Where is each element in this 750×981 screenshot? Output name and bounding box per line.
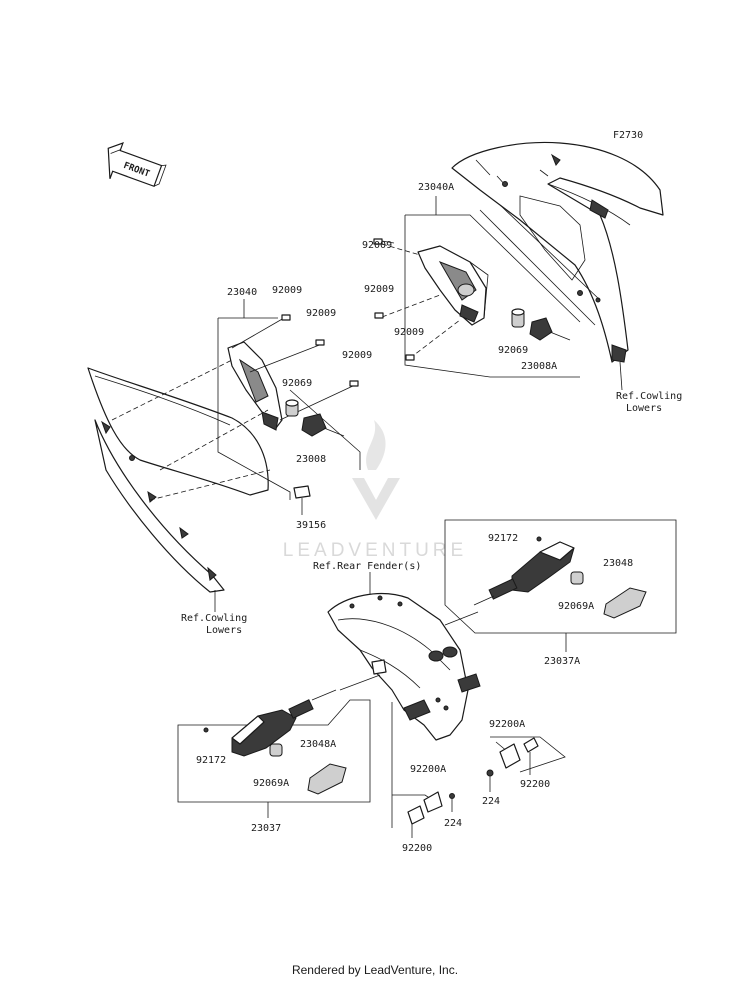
lens-23048-icon bbox=[603, 587, 647, 619]
part-label-92200-right: 92200 bbox=[520, 779, 550, 790]
nut-224-mid-icon bbox=[449, 793, 455, 799]
part-label-23008A: 23008A bbox=[521, 361, 557, 372]
bulb-92069-left-icon bbox=[285, 399, 299, 417]
part-label-92009-e: 92009 bbox=[306, 308, 336, 319]
part-label-92069A-left: 92069A bbox=[253, 778, 289, 789]
callout-92200A-right bbox=[490, 736, 566, 773]
footer-credit: Rendered by LeadVenture, Inc. bbox=[291, 963, 459, 977]
figure-code: F2730 bbox=[613, 130, 643, 141]
socket-23008-icon bbox=[301, 413, 345, 437]
part-label-92200-mid: 92200 bbox=[402, 843, 432, 854]
ref-cowling-lowers-left-line2: Lowers bbox=[206, 625, 242, 636]
part-label-92009-d: 92009 bbox=[272, 285, 302, 296]
ref-cowling-lowers-right-line2: Lowers bbox=[626, 403, 662, 414]
callout-box-23037A bbox=[444, 519, 677, 634]
screw-92172-right-icon bbox=[536, 536, 542, 542]
cowling-lower-left-drawing bbox=[87, 367, 269, 593]
ref-cowling-lowers-left-line1: Ref.Cowling bbox=[181, 613, 247, 624]
ref-rear-fender: Ref.Rear Fender(s) bbox=[313, 561, 421, 572]
part-label-92069-left: 92069 bbox=[282, 378, 312, 389]
bracket-92200A-mid-icon bbox=[423, 791, 443, 813]
part-label-92009-f: 92009 bbox=[342, 350, 372, 361]
part-label-23037A: 23037A bbox=[544, 656, 580, 667]
part-label-92200A-right: 92200A bbox=[489, 719, 525, 730]
part-label-23048A: 23048A bbox=[300, 739, 336, 750]
bolt-92009-c-icon bbox=[405, 354, 415, 361]
bulb-92069A-left-icon bbox=[269, 743, 283, 757]
cowling-lower-right-drawing bbox=[451, 141, 664, 363]
part-label-92009-a: 92009 bbox=[362, 240, 392, 251]
bulb-92069-top-icon bbox=[511, 308, 525, 328]
bolt-92009-a-icon bbox=[373, 238, 395, 245]
lens-23048A-icon bbox=[307, 763, 347, 795]
part-label-92172-left: 92172 bbox=[196, 755, 226, 766]
ref-cowling-lowers-right-line1: Ref.Cowling bbox=[616, 391, 682, 402]
pad-39156-icon bbox=[293, 485, 311, 515]
nut-224-right-icon bbox=[486, 769, 494, 777]
part-label-92069A-right: 92069A bbox=[558, 601, 594, 612]
bulb-92069A-right-icon bbox=[570, 571, 584, 585]
bracket-92200A-right-icon bbox=[523, 737, 539, 753]
bracket-92200-right-icon bbox=[499, 743, 521, 769]
part-label-224-right: 224 bbox=[482, 796, 500, 807]
bolt-92009-f-icon bbox=[349, 380, 359, 387]
mounting-bracket-23040A bbox=[417, 245, 489, 326]
turn-signal-right-23037A bbox=[473, 541, 575, 606]
leader-lines-upper bbox=[381, 204, 601, 359]
socket-23008A-icon bbox=[529, 317, 571, 341]
bolt-92009-e-icon bbox=[315, 339, 325, 346]
part-label-23037: 23037 bbox=[251, 823, 281, 834]
turn-signal-left-23037 bbox=[231, 689, 337, 757]
part-label-92200A-mid: 92200A bbox=[410, 764, 446, 775]
bolt-92009-d-icon bbox=[281, 314, 291, 321]
part-label-23048: 23048 bbox=[603, 558, 633, 569]
part-label-224-mid: 224 bbox=[444, 818, 462, 829]
watermark-text: LEADVENTURE bbox=[283, 540, 467, 561]
leader-lines-left bbox=[111, 317, 356, 501]
part-label-92009-c: 92009 bbox=[394, 327, 424, 338]
watermark-flame-icon bbox=[366, 420, 386, 470]
watermark-logo-icon bbox=[352, 478, 400, 520]
rear-fender-drawing bbox=[327, 592, 481, 741]
front-arrow-icon: FRONT bbox=[107, 142, 167, 188]
mounting-bracket-23040 bbox=[227, 341, 283, 431]
part-label-23008: 23008 bbox=[296, 454, 326, 465]
part-label-23040: 23040 bbox=[227, 287, 257, 298]
bolt-92009-b-icon bbox=[374, 312, 384, 319]
part-label-92009-b: 92009 bbox=[364, 284, 394, 295]
part-label-23040A: 23040A bbox=[418, 182, 454, 193]
callout-box-23037 bbox=[177, 699, 371, 803]
part-label-39156: 39156 bbox=[296, 520, 326, 531]
screw-92172-left-icon bbox=[203, 727, 209, 733]
bracket-92200-mid-icon bbox=[407, 805, 425, 825]
part-label-92069-top: 92069 bbox=[498, 345, 528, 356]
leadventure-watermark: LEADVENTURE bbox=[283, 420, 467, 561]
part-label-92172-right: 92172 bbox=[488, 533, 518, 544]
